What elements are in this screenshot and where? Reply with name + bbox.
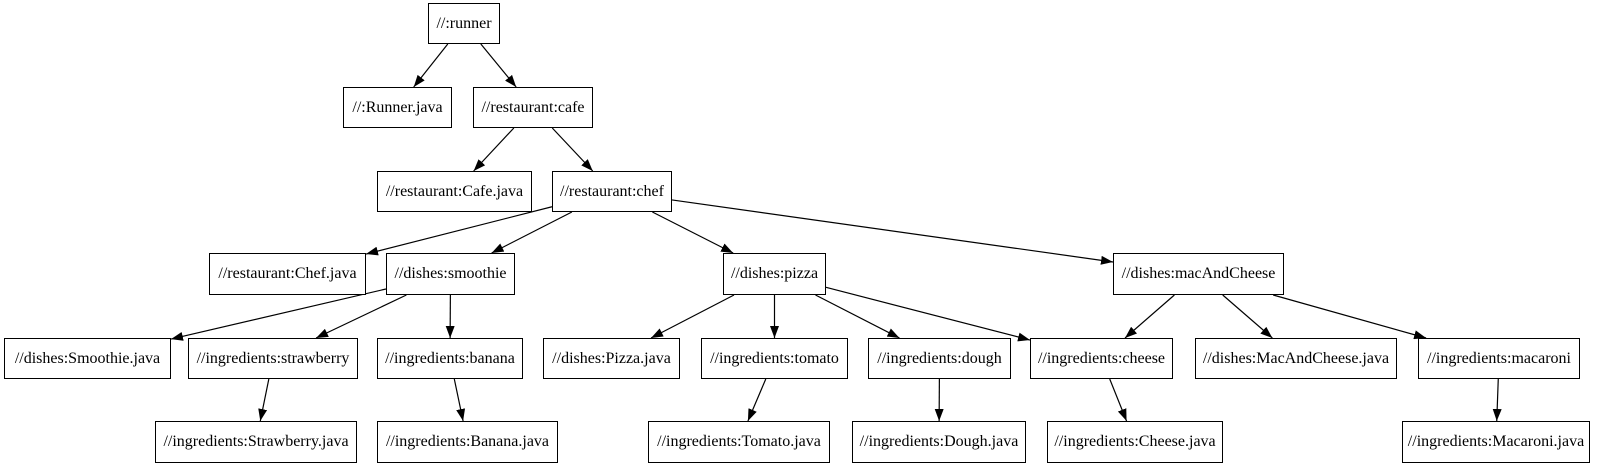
graph-node-label: //dishes:pizza bbox=[730, 265, 819, 282]
graph-node-label: //ingredients:Dough.java bbox=[859, 433, 1019, 450]
graph-node-chef: //restaurant:chef bbox=[552, 171, 672, 212]
graph-node-label: //ingredients:Strawberry.java bbox=[163, 433, 349, 450]
edge-runner-to-runner_java bbox=[413, 43, 449, 88]
graph-node-smoothie_java: //dishes:Smoothie.java bbox=[4, 338, 171, 379]
edge-chef-to-pizza bbox=[652, 211, 734, 254]
graph-node-macandcheese_java: //dishes:MacAndCheese.java bbox=[1195, 338, 1397, 379]
graph-node-runner_java: //:Runner.java bbox=[343, 87, 452, 128]
graph-node-macaroni: //ingredients:macaroni bbox=[1418, 338, 1580, 379]
graph-node-label: //ingredients:macaroni bbox=[1427, 349, 1571, 367]
graph-node-label: //restaurant:Chef.java bbox=[218, 265, 357, 282]
graph-node-label: //ingredients:cheese bbox=[1037, 349, 1166, 367]
edge-chef-to-chef_java bbox=[365, 206, 553, 256]
graph-node-smoothie: //dishes:smoothie bbox=[386, 253, 515, 295]
graph-node-macaroni_java: //ingredients:Macaroni.java bbox=[1402, 421, 1590, 463]
edge-pizza-to-cheese bbox=[825, 286, 1031, 342]
graph-node-label: //restaurant:cafe bbox=[481, 98, 585, 116]
edge-runner-to-cafe bbox=[480, 43, 517, 88]
graph-node-strawberry_java: //ingredients:Strawberry.java bbox=[155, 421, 357, 463]
graph-node-tomato: //ingredients:tomato bbox=[701, 338, 848, 379]
graph-node-dough_java: //ingredients:Dough.java bbox=[852, 421, 1026, 463]
graph-node-label: //ingredients:Tomato.java bbox=[657, 433, 821, 450]
edge-macandcheese-to-macaroni bbox=[1273, 294, 1427, 340]
graph-node-runner: //:runner bbox=[428, 3, 500, 44]
edge-banana-to-banana_java bbox=[453, 378, 466, 422]
edge-smoothie-to-smoothie_java bbox=[170, 288, 387, 341]
graph-node-tomato_java: //ingredients:Tomato.java bbox=[648, 421, 830, 463]
graph-node-strawberry: //ingredients:strawberry bbox=[188, 338, 358, 379]
edge-cafe-to-chef bbox=[551, 127, 594, 172]
edge-macandcheese-to-cheese bbox=[1124, 294, 1175, 339]
graph-node-label: //ingredients:dough bbox=[877, 349, 1002, 367]
graph-node-pizza: //dishes:pizza bbox=[723, 253, 826, 295]
edge-chef-to-macandcheese bbox=[671, 199, 1114, 265]
graph-node-chef_java: //restaurant:Chef.java bbox=[209, 253, 366, 295]
graph-node-dough: //ingredients:dough bbox=[868, 338, 1011, 379]
graph-node-cafe_java: //restaurant:Cafe.java bbox=[377, 171, 532, 212]
graph-node-cheese_java: //ingredients:Cheese.java bbox=[1047, 421, 1223, 463]
graph-node-label: //dishes:macAndCheese bbox=[1121, 265, 1276, 282]
graph-node-label: //restaurant:chef bbox=[560, 182, 664, 200]
edge-cheese-to-cheese_java bbox=[1109, 378, 1128, 422]
graph-node-cafe: //restaurant:cafe bbox=[473, 87, 593, 128]
graph-node-label: //dishes:Pizza.java bbox=[552, 349, 671, 367]
edge-pizza-to-pizza_java bbox=[650, 294, 735, 339]
graph-node-label: //:runner bbox=[436, 14, 492, 32]
graph-node-label: //ingredients:strawberry bbox=[196, 349, 350, 367]
graph-node-label: //dishes:MacAndCheese.java bbox=[1202, 349, 1390, 367]
edge-macaroni-to-macaroni_java bbox=[1492, 378, 1502, 422]
graph-node-label: //ingredients:Cheese.java bbox=[1054, 433, 1216, 450]
graph-node-label: //ingredients:Macaroni.java bbox=[1407, 433, 1585, 450]
graph-node-cheese: //ingredients:cheese bbox=[1030, 338, 1173, 379]
edge-tomato-to-tomato_java bbox=[747, 378, 767, 422]
graph-node-label: //ingredients:banana bbox=[385, 349, 515, 367]
graph-node-banana: //ingredients:banana bbox=[377, 338, 523, 379]
graph-node-label: //ingredients:tomato bbox=[710, 349, 839, 367]
graph-node-banana_java: //ingredients:Banana.java bbox=[377, 421, 558, 463]
edge-macandcheese-to-macandcheese_java bbox=[1222, 294, 1273, 339]
edge-cafe-to-cafe_java bbox=[473, 127, 515, 172]
graph-node-macandcheese: //dishes:macAndCheese bbox=[1113, 253, 1284, 295]
graph-node-label: //restaurant:Cafe.java bbox=[385, 182, 524, 200]
graph-node-label: //:Runner.java bbox=[352, 98, 443, 116]
edge-strawberry-to-strawberry_java bbox=[258, 378, 270, 422]
graph-node-label: //dishes:Smoothie.java bbox=[14, 349, 161, 367]
edge-chef-to-smoothie bbox=[491, 211, 573, 254]
graph-node-pizza_java: //dishes:Pizza.java bbox=[543, 338, 680, 379]
edge-smoothie-to-strawberry bbox=[315, 294, 407, 339]
graph-node-label: //ingredients:Banana.java bbox=[385, 433, 550, 450]
graph-node-label: //dishes:smoothie bbox=[394, 265, 507, 282]
edge-pizza-to-dough bbox=[815, 294, 900, 339]
